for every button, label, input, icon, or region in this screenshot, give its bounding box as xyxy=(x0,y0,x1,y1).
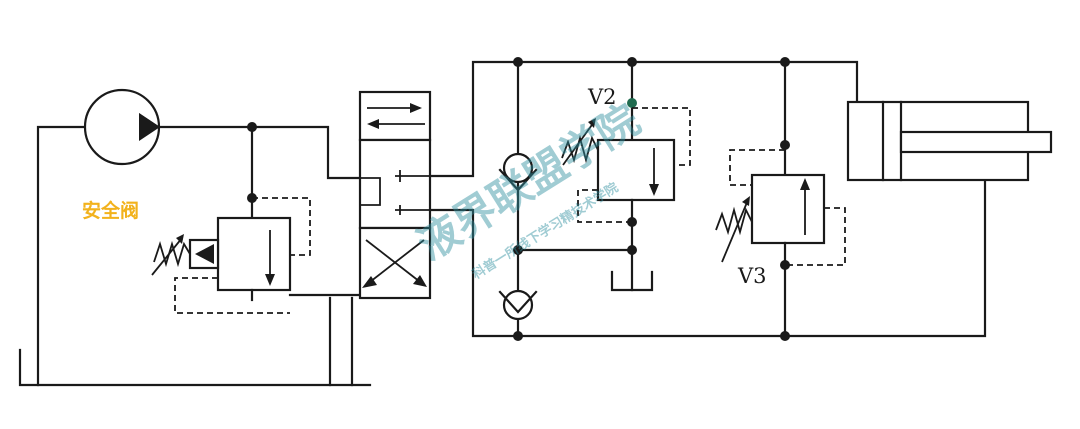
line-to-cylinder-rod xyxy=(428,178,987,338)
directional-valve-symbol-icon xyxy=(358,90,432,300)
cylinder-symbol-icon xyxy=(846,100,1053,182)
v3-valve-icon xyxy=(715,57,846,341)
tank-line-left xyxy=(36,125,87,387)
tank-symbol-icon xyxy=(610,270,654,292)
tank-line-bottom xyxy=(18,348,372,387)
safety-relief-valve-icon xyxy=(151,216,362,314)
v3-label: V3 xyxy=(737,264,767,288)
safety-valve-label: 安全阀 xyxy=(82,199,139,222)
pump-symbol-icon xyxy=(83,88,161,166)
v2-valve-icon xyxy=(561,57,691,292)
check-valves xyxy=(498,57,634,341)
relief-drain-line xyxy=(174,277,290,314)
v2-label: V2 xyxy=(587,85,617,109)
line-to-cylinder-head xyxy=(428,60,859,178)
check-valve-upper-icon xyxy=(502,152,534,184)
pump-pressure-line xyxy=(157,125,362,180)
pump-circuit xyxy=(18,88,372,387)
relief-pilot-line xyxy=(252,197,311,256)
check-valve-lower-icon xyxy=(502,289,534,321)
